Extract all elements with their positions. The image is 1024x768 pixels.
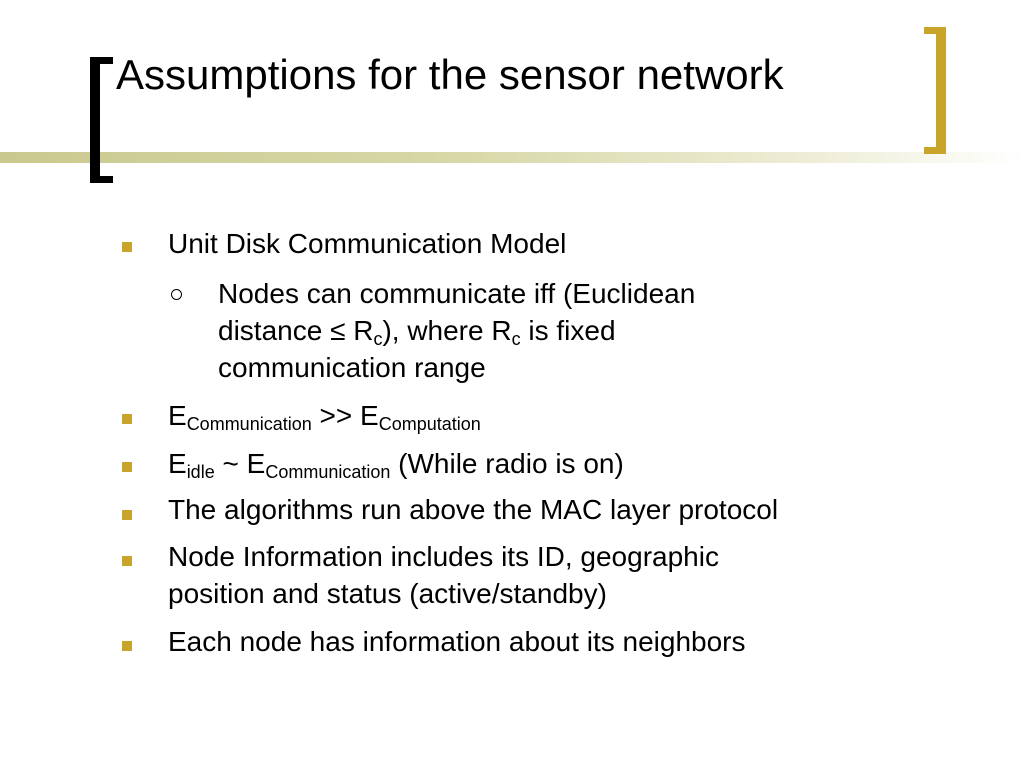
- text-run: E: [246, 448, 266, 479]
- list-item: Node Information includes its ID, geogra…: [168, 541, 719, 572]
- subscript: c: [511, 329, 521, 349]
- square-bullet-icon: [122, 242, 132, 252]
- subscript: Computation: [378, 414, 481, 434]
- text-run: distance ≤ R: [218, 315, 374, 346]
- list-item: position and status (active/standby): [168, 578, 607, 609]
- square-bullet-icon: [122, 414, 132, 424]
- subscript: c: [373, 329, 383, 349]
- text-run: ), where R: [382, 315, 512, 346]
- text-run: E: [168, 448, 187, 479]
- list-item: Eidle ~ ECommunication (While radio is o…: [168, 446, 624, 482]
- list-item: distance ≤ Rc), where Rc is fixed: [218, 313, 616, 349]
- square-bullet-icon: [122, 556, 132, 566]
- subscript: Communication: [265, 462, 391, 482]
- circle-bullet-icon: [171, 289, 182, 300]
- slide-title: Assumptions for the sensor network: [116, 51, 784, 98]
- subscript: Communication: [186, 414, 312, 434]
- text-run: E: [360, 400, 379, 431]
- subscript: idle: [186, 462, 215, 482]
- list-item: Nodes can communicate iff (Euclidean: [218, 278, 696, 309]
- list-item: The algorithms run above the MAC layer p…: [168, 494, 779, 525]
- text-run: (While radio is on): [390, 448, 624, 479]
- square-bullet-icon: [122, 462, 132, 472]
- list-item: Each node has information about its neig…: [168, 626, 746, 657]
- list-item: ECommunication >> EComputation: [168, 398, 481, 434]
- square-bullet-icon: [122, 510, 132, 520]
- text-run: >>: [311, 400, 361, 431]
- text-run: ~: [214, 448, 247, 479]
- text-run: is fixed: [520, 315, 616, 346]
- list-item: Unit Disk Communication Model: [168, 228, 567, 259]
- text-run: E: [168, 400, 187, 431]
- left-bracket-decoration: [90, 57, 113, 183]
- right-bracket-decoration: [924, 27, 946, 154]
- square-bullet-icon: [122, 641, 132, 651]
- list-item: communication range: [218, 352, 486, 383]
- title-band: [0, 152, 1024, 163]
